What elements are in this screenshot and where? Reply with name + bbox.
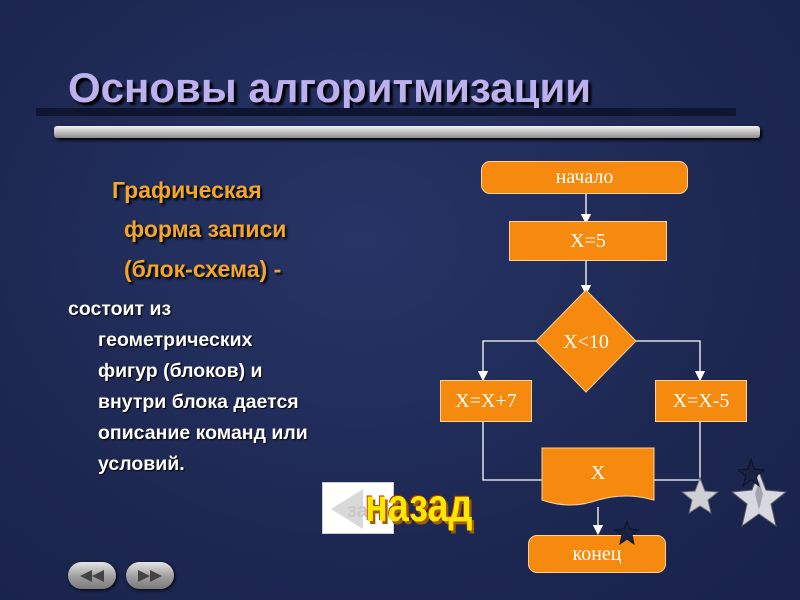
next-slide-button[interactable] (126, 562, 174, 589)
output-document-shape (541, 447, 655, 506)
body-line-5: описание команд или (98, 422, 308, 444)
title-underline-shadow (36, 108, 736, 116)
fast-forward-icon (138, 569, 162, 582)
back-button-text: за (347, 500, 369, 522)
flow-assign-block: X=5 (509, 221, 667, 261)
subtitle-line-2: форма записи (124, 216, 287, 242)
branch-right-line (634, 340, 706, 382)
body-line-1: состоит из (68, 298, 172, 320)
merge-right-line (654, 422, 701, 481)
previous-slide-button[interactable] (68, 562, 116, 589)
back-arrow-icon: за (331, 489, 369, 529)
flow-right-branch-block: X=X-5 (655, 380, 747, 422)
slide-title: Основы алгоритмизации (68, 64, 592, 111)
branch-left-line (477, 340, 538, 382)
merge-left-line (482, 422, 542, 481)
body-line-6: условий. (98, 453, 185, 475)
subtitle-line-3: (блок-схема) - (124, 256, 282, 282)
rewind-icon (80, 569, 104, 582)
star-icon (730, 470, 788, 528)
flow-left-branch-block: X=X+7 (440, 380, 532, 422)
back-button[interactable]: за (322, 482, 394, 534)
subtitle-line-1: Графическая (112, 177, 262, 203)
star-icon (680, 476, 720, 515)
flow-condition-label: X<10 (563, 330, 609, 353)
flow-output-label: X (590, 461, 606, 484)
flow-start-block: начало (481, 161, 688, 194)
flow-end-block: конец (528, 535, 666, 573)
body-line-3: фигур (блоков) и (98, 360, 263, 382)
back-label[interactable]: назад (365, 479, 473, 531)
star-icon (736, 458, 766, 488)
body-line-4: внутри блока дается (98, 391, 299, 413)
star-icon (614, 520, 640, 546)
title-divider (54, 126, 760, 138)
decision-diamond-shape (535, 289, 637, 393)
body-line-2: геометрических (98, 329, 253, 351)
